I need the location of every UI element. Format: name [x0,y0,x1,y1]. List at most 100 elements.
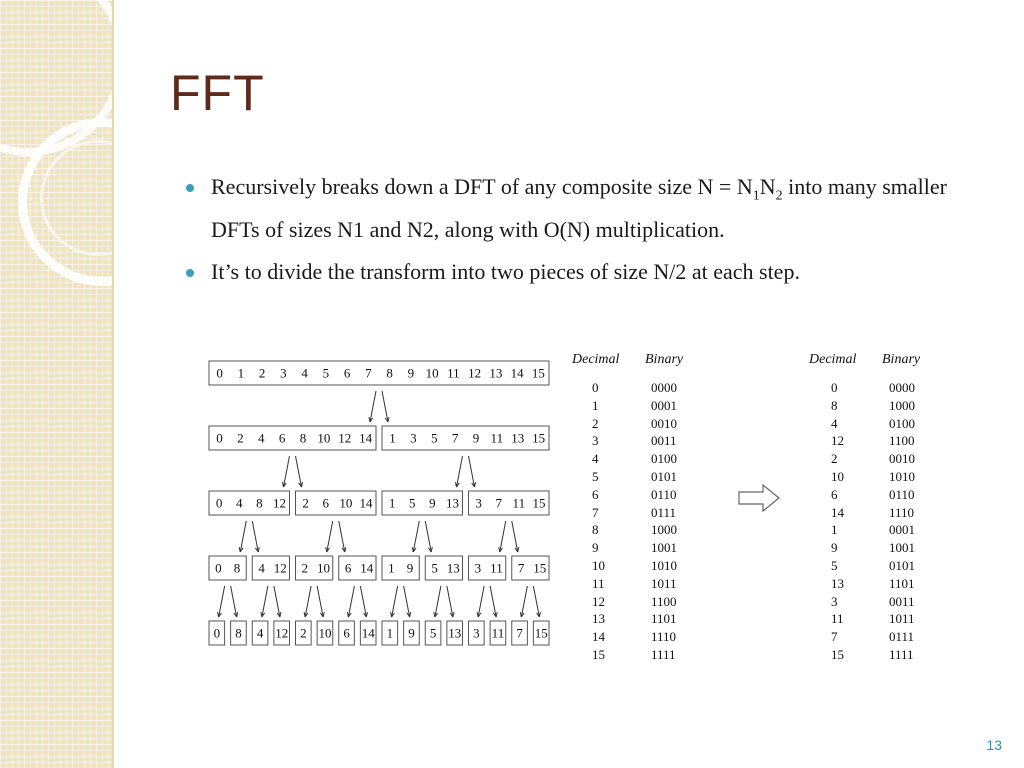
tree-number: 0 [216,496,223,511]
tree-box [230,620,247,646]
tree-number: 11 [492,626,505,641]
tree-box [295,490,377,516]
tree-arrowhead [255,547,260,553]
bullet-dot-icon [186,184,194,192]
tree-arrow [511,520,519,553]
tree-arrow [295,455,302,488]
tree-number: 12 [274,561,287,576]
table-cell: 1001 [889,540,915,556]
table-cell: 0010 [651,415,677,431]
table-cell: 0101 [889,557,915,573]
table-cell: 0100 [889,415,915,431]
table-cell: 1100 [651,593,677,609]
tree-number: 15 [532,366,545,381]
table-cell: 12 [592,593,605,609]
table-cell: 4 [592,451,599,467]
header-binary: Binary [645,352,684,367]
tree-number: 14 [360,561,374,576]
table-cell: 11 [592,575,605,591]
table-cell: 12 [831,433,844,449]
tree-arrowhead [411,547,417,553]
tree-number: 5 [409,496,416,511]
tree-number: 3 [473,626,480,641]
table-cell: 7 [592,504,599,520]
table-cell: 1110 [651,629,677,645]
table-cell: 7 [831,629,838,645]
table-cell: 0100 [651,451,677,467]
table-cell: 14 [592,629,605,645]
tree-number: 10 [318,626,331,641]
tree-arrowhead [363,612,368,618]
tree-number: 10 [317,561,330,576]
table-cell: 5 [592,468,599,484]
table-cell: 0011 [889,593,915,609]
table-cell: 1000 [651,522,677,538]
table-cell: 5 [831,557,838,573]
table-cell: 2 [592,415,599,431]
tree-box [208,620,226,646]
tree-box [208,490,290,516]
tree-box [381,425,550,451]
tree-arrowhead [449,612,455,618]
tree-arrowhead [298,482,304,488]
tree-box [251,620,269,646]
tree-arrow [273,585,281,618]
tree-arrow [326,520,334,553]
tree-arrow [251,520,259,553]
table-cell: 2 [831,451,838,467]
bullet-text: It’s to divide the transform into two pi… [211,259,800,285]
tree-number: 15 [532,431,545,446]
table-cell: 1010 [651,557,677,573]
tree-number: 9 [473,431,480,446]
header-binary: Binary [882,352,921,367]
tree-arrow [412,520,420,553]
tree-arrowhead [217,612,222,618]
tree-box [511,555,550,581]
tree-box [338,620,355,646]
tree-number: 0 [216,366,223,381]
tree-box [359,620,377,646]
table-cell: 13 [831,575,844,591]
tree-number: 14 [359,431,373,446]
tree-number: 13 [511,431,524,446]
tree-number: 10 [317,431,330,446]
tree-box [489,620,507,646]
tree-number: 8 [256,496,263,511]
tree-number: 9 [407,561,414,576]
tree-arrowhead [406,612,412,618]
tree-box [381,490,463,516]
tree-arrowhead [346,612,352,618]
table-cell: 9 [592,540,599,556]
tree-arrow [391,585,399,618]
table-cell: 0 [592,380,599,395]
tree-number: 0 [215,561,222,576]
tree-arrowhead [260,612,266,618]
tree-number: 13 [448,626,461,641]
table-cell: 0111 [651,504,677,520]
tree-arrow [283,455,290,488]
tree-arrow [218,585,226,618]
tree-number: 7 [495,496,502,511]
tree-number: 2 [302,561,309,576]
table-cell: 4 [831,415,838,431]
tree-number: 6 [343,626,350,641]
tree-arrow [532,585,540,618]
tree-number: 6 [279,431,286,446]
table-cell: 1101 [889,575,915,591]
table-cell: 0110 [651,486,677,502]
tree-arrowhead [276,612,282,618]
tree-number: 1 [387,626,394,641]
tree-arrowhead [471,482,477,488]
tree-arrow [369,390,377,423]
table-cell: 10 [831,468,844,484]
tree-arrowhead [325,547,330,553]
tree-arrowhead [390,612,395,618]
tree-number: 5 [431,561,438,576]
tree-number: 1 [389,496,396,511]
tree-number: 12 [338,431,351,446]
tree-box [251,555,290,581]
tree-number: 11 [513,496,526,511]
table-cell: 1010 [889,468,915,484]
tree-arrowhead [514,547,520,553]
